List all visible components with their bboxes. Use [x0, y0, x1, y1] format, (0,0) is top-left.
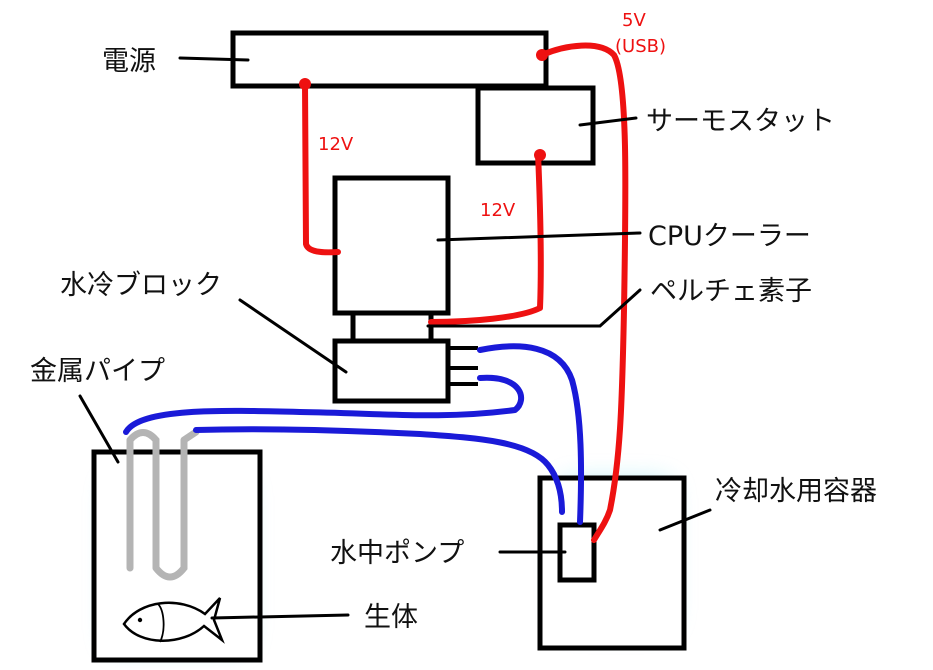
metal-pipe-coil: [126, 428, 200, 581]
water-block-box: [332, 338, 451, 404]
leader-cpu-cooler: [436, 231, 642, 242]
leader-coolant-container: [658, 508, 712, 532]
cpu-cooler-box: [332, 175, 451, 316]
wire-cooler-12v: [302, 81, 341, 256]
hose-return: [193, 426, 565, 515]
label-coolant-container: 冷却水用容器: [715, 476, 877, 507]
leader-thermostat: [578, 116, 638, 127]
label-thermostat: サーモスタット: [646, 106, 835, 137]
hose-supply: [123, 374, 525, 435]
label-metal-pipe: 金属パイプ: [30, 356, 165, 387]
label-submersible-pump: 水中ポンプ: [330, 538, 464, 569]
label-water-block: 水冷ブロック: [60, 270, 222, 301]
label-5v: 5V: [622, 10, 646, 31]
leader-water-block: [238, 298, 348, 374]
water-block-nozzles: [448, 346, 478, 386]
wire-peltier-12v: [428, 150, 544, 325]
leader-creature: [210, 613, 350, 620]
label-12v-peltier: 12V: [480, 200, 516, 221]
label-12v-cooler: 12V: [318, 134, 354, 155]
wire-pump-5v: [539, 42, 629, 543]
label-power-supply: 電源: [102, 46, 156, 77]
label-cpu-cooler: CPUクーラー: [648, 221, 811, 252]
aquarium-tank: [91, 449, 263, 663]
fish-icon: [122, 597, 225, 644]
leader-power-supply: [178, 56, 250, 62]
wire-joint: [299, 78, 311, 90]
label-usb: (USB): [615, 36, 666, 57]
leader-metal-pipe: [78, 394, 120, 464]
thermostat-box: [475, 85, 596, 166]
label-peltier: ペルチェ素子: [650, 276, 812, 307]
leader-peltier: [426, 288, 642, 328]
power-supply-box: [230, 30, 549, 89]
peltier-element-box: [350, 310, 434, 344]
label-creature: 生体: [364, 602, 418, 633]
hose-pump: [477, 343, 585, 525]
wire-joint: [536, 49, 548, 61]
wire-joint: [534, 149, 546, 161]
